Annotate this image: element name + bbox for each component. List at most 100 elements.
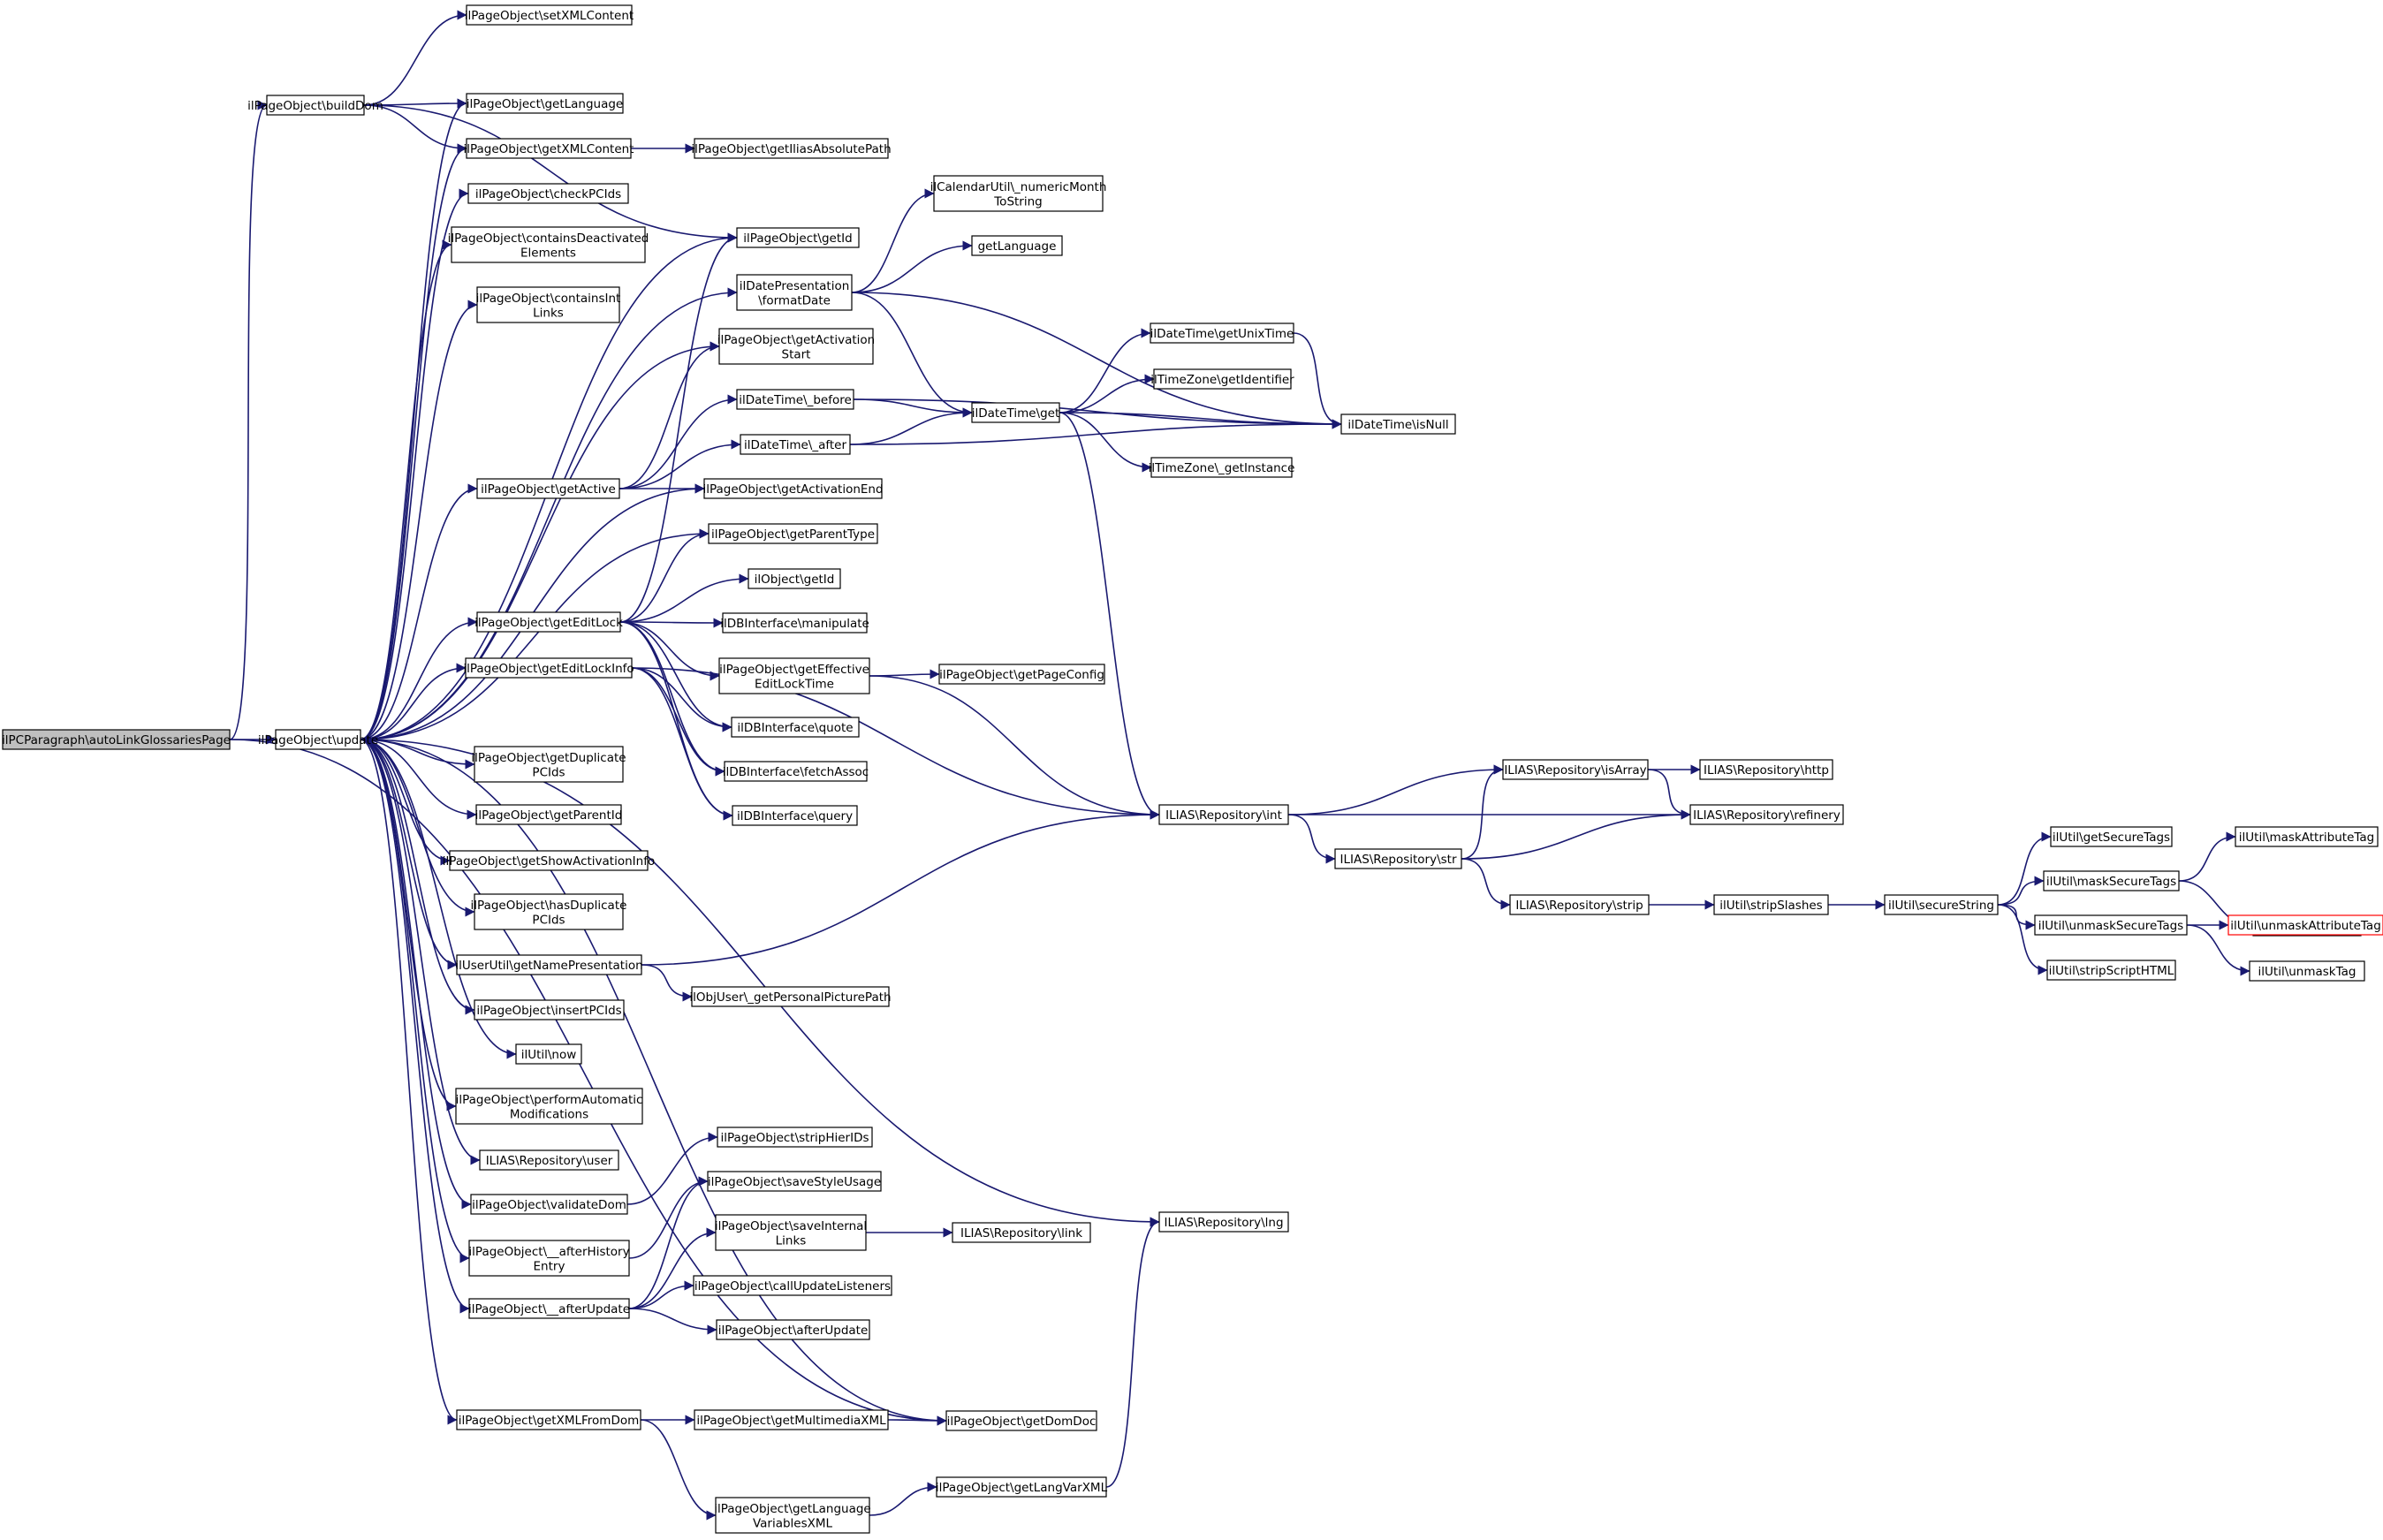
node-ildbinterface-manipulate[interactable]: ilDBInterface\manipulate [720, 612, 869, 633]
node-ilias-repository-lng[interactable]: ILIAS\Repository\lng [1158, 1211, 1289, 1233]
node-ildatetime-after[interactable]: ilDateTime\_after [740, 434, 851, 455]
node-ilias-repository-link[interactable]: ILIAS\Repository\link [952, 1222, 1091, 1243]
node-label: ilPageObject\getXMLFromDom [459, 1414, 640, 1428]
node-label: ilUtil\unmaskAttributeTag [2230, 919, 2381, 933]
node-iluserutil-getnamepresentation[interactable]: ilUserUtil\getNamePresentation [455, 954, 643, 975]
node-ildatetime-before[interactable]: ilDateTime\_before [736, 389, 854, 410]
edge-update-to-getLanguage [360, 98, 467, 740]
node-ilias-repository-str[interactable]: ILIAS\Repository\str [1334, 848, 1462, 869]
node-ildbinterface-quote[interactable]: ilDBInterface\quote [731, 717, 860, 738]
node-ilias-repository-strip[interactable]: ILIAS\Repository\strip [1509, 894, 1650, 915]
node-ilpageobject-getpageconfig[interactable]: ilPageObject\getPageConfig [938, 664, 1105, 685]
node-label: ilPageObject\buildDom [247, 99, 383, 113]
edge-repoInt-to-repoIsArray [1287, 764, 1504, 816]
node-label: ilPageObject\getActive [481, 482, 616, 497]
node-ilpageobject-afterupdate[interactable]: ilPageObject\afterUpdate [716, 1319, 870, 1340]
node-ilpcparagraph-autolinkglossariespage[interactable]: ilPCParagraph\autoLinkGlossariesPage [2, 729, 231, 750]
node-ilutil-masksecuretags[interactable]: ilUtil\maskSecureTags [2043, 870, 2180, 891]
node-ilpageobject-update[interactable]: ilPageObject\update [258, 729, 378, 750]
node-ilpageobject-getlanguage[interactable]: ilPageObject\getLanguage [466, 93, 624, 114]
node-box [691, 986, 890, 1007]
node-ilpageobject-getxmlcontent[interactable]: ilPageObject\getXMLContent [464, 138, 634, 159]
node-ilpageobject-setxmlcontent[interactable]: ilPageObject\setXMLContent [465, 4, 634, 26]
node-ilpageobject-builddom[interactable]: ilPageObject\buildDom [247, 95, 383, 116]
node-ilpageobject-geteditlock[interactable]: ilPageObject\getEditLock [474, 611, 623, 633]
node-box [1158, 1211, 1289, 1233]
node-ilutil-stripslashes[interactable]: ilUtil\stripSlashes [1713, 894, 1829, 915]
node-box [722, 612, 868, 633]
edge-getEditLockInfo-to-dbFetch [631, 667, 725, 777]
node-getlanguage[interactable]: getLanguage [971, 235, 1063, 256]
node-ilobject-getid[interactable]: ilObject\getId [748, 568, 841, 589]
node-label: ilUtil\unmaskTag [2258, 965, 2356, 979]
node-ilutil-getsecuretags[interactable]: ilUtil\getSecureTags [2050, 826, 2173, 847]
node-ilias-repository-isarray[interactable]: ILIAS\Repository\isArray [1502, 759, 1649, 780]
node-label: ilPageObject\getParentId [475, 808, 623, 823]
node-iltimezone-getinstance[interactable]: ilTimeZone\_getInstance [1149, 457, 1295, 478]
node-ilpageobject-insertpcids[interactable]: ilPageObject\insertPCIds [474, 999, 625, 1020]
node-ilpageobject-getdomdoc[interactable]: ilPageObject\getDomDoc [945, 1410, 1097, 1431]
node-ildbinterface-fetchassoc[interactable]: ilDBInterface\fetchAssoc [723, 761, 869, 782]
node-ilpageobject-getparenttype[interactable]: ilPageObject\getParentType [708, 523, 878, 544]
node-ilpageobject-getxmlfromdom[interactable]: ilPageObject\getXMLFromDom [456, 1409, 641, 1430]
node-ilutil-stripscripthtml[interactable]: ilUtil\stripScriptHTML [2046, 960, 2176, 981]
node-ilias-repository-http[interactable]: ILIAS\Repository\http [1699, 759, 1833, 780]
node-ilpageobject-getactive[interactable]: ilPageObject\getActive [476, 478, 620, 499]
node-ilutil-securestring[interactable]: ilUtil\secureString [1884, 894, 1999, 915]
node-label: ilPageObject\getShowActivationInfo [443, 854, 655, 869]
node-ilpageobject-geteditlockinfo[interactable]: ilPageObject\getEditLockInfo [463, 657, 634, 679]
edge-update-to-getNamePres [360, 739, 458, 970]
node-ilpageobject-checkpcids[interactable]: ilPageObject\checkPCIds [467, 183, 629, 204]
node-ilpageobject-getiliasabsolutepath[interactable]: ilPageObject\getIliasAbsolutePath [691, 138, 892, 159]
node-ilutil-maskattributetag[interactable]: ilUtil\maskAttributeTag [2235, 826, 2379, 847]
node-ildatepresentation-formatdate[interactable]: ilDatePresentation\formatDate [736, 274, 853, 311]
node-label: ILIAS\Repository\user [486, 1154, 613, 1168]
node-label: ilPageObject\getLanguage [467, 97, 624, 111]
edge-dtBefore-to-dtIsNull [853, 398, 1342, 429]
node-ilias-repository-int[interactable]: ILIAS\Repository\int [1158, 804, 1289, 825]
node-ildbinterface-query[interactable]: ilDBInterface\query [732, 805, 858, 826]
node-box [945, 1410, 1097, 1431]
edge-update-to-getActStart [360, 341, 720, 740]
node-ilpageobject-savestyleusage[interactable]: ilPageObject\saveStyleUsage [707, 1171, 882, 1192]
node-ilpageobject-afterupdate[interactable]: ilPageObject\__afterUpdate [468, 1298, 630, 1319]
node-ilpageobject-validatedom[interactable]: ilPageObject\validateDom [470, 1194, 628, 1215]
node-ilobjuser-getpersonalpicturepath[interactable]: ilObjUser\_getPersonalPicturePath [689, 986, 892, 1007]
edge-secureString-to-unmaskSecureTags [1997, 904, 2036, 930]
node-box [449, 850, 649, 871]
edge-dtAfter-to-dtIsNull [849, 419, 1342, 445]
edge-getEditLock-to-dbQuery [619, 621, 733, 821]
node-ilutil-now[interactable]: ilUtil\now [515, 1043, 582, 1065]
node-ilutil-unmasksecuretags[interactable]: ilUtil\unmaskSecureTags [2034, 914, 2188, 936]
node-ilpageobject-getshowactivationinfo[interactable]: ilPageObject\getShowActivationInfo [443, 850, 655, 871]
node-ilias-repository-refinery[interactable]: ILIAS\Repository\refinery [1689, 804, 1844, 825]
node-ilpageobject-getlangvarxml[interactable]: ilPageObject\getLangVarXML [936, 1476, 1108, 1498]
node-ildatetime-get[interactable]: ilDateTime\get [971, 402, 1060, 423]
node-ilias-repository-user[interactable]: ILIAS\Repository\user [479, 1149, 619, 1171]
node-label: ilDatePresentation [740, 279, 850, 293]
node-ilpageobject-getparentid[interactable]: ilPageObject\getParentId [475, 804, 623, 825]
node-box [1699, 759, 1833, 780]
node-ildatetime-isnull[interactable]: ilDateTime\isNull [1340, 413, 1456, 435]
node-ilutil-unmaskattributetag[interactable]: ilUtil\unmaskAttributeTag [2227, 914, 2383, 936]
node-ilpageobject-getmultimediaxml[interactable]: ilPageObject\getMultimediaXML [694, 1409, 889, 1430]
node-ilpageobject-striphierids[interactable]: ilPageObject\stripHierIDs [717, 1127, 873, 1148]
node-ilpageobject-getid[interactable]: ilPageObject\getId [736, 227, 860, 248]
node-ildatetime-getunixtime[interactable]: ilDateTime\getUnixTime [1150, 322, 1294, 344]
node-label: PCIds [532, 765, 565, 779]
node-ilpageobject-performautomaticmodifications[interactable]: ilPageObject\performAutomaticModificatio… [455, 1088, 643, 1125]
node-ilutil-unmasktag[interactable]: ilUtil\unmaskTag [2249, 960, 2365, 982]
node-ilpageobject-callupdatelisteners[interactable]: ilPageObject\callUpdateListeners [693, 1275, 892, 1296]
node-ilpageobject-getactivationend[interactable]: ilPageObject\getActivationEnd [702, 478, 884, 499]
node-iltimezone-getidentifier[interactable]: ilTimeZone\getIdentifier [1150, 368, 1294, 390]
